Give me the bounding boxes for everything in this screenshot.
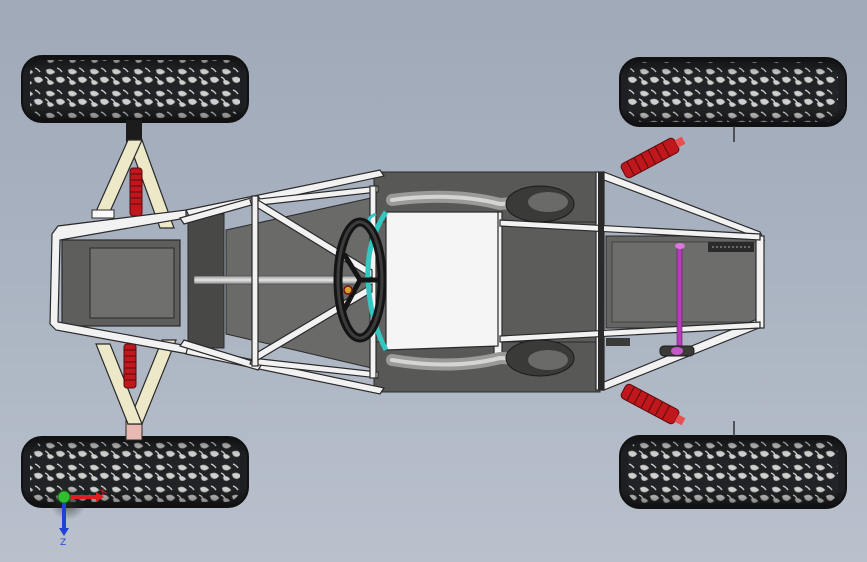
z-axis-label: Z xyxy=(60,538,66,548)
tire-front-right[interactable] xyxy=(619,57,847,127)
rear-component-strip xyxy=(708,242,754,252)
x-axis-label: X xyxy=(99,487,109,499)
shock-absorber-front-right[interactable] xyxy=(620,133,688,179)
tire-front-left[interactable] xyxy=(21,55,249,123)
driver-seat[interactable] xyxy=(365,210,499,352)
shock-absorber-front-left[interactable] xyxy=(129,167,143,217)
exhaust-pipes xyxy=(386,185,575,377)
control-arm-cream xyxy=(95,343,143,425)
hub-upright xyxy=(126,120,142,142)
tire-rear-right[interactable] xyxy=(619,435,847,509)
steering-wheel-icon[interactable] xyxy=(333,217,387,343)
coordinate-triad: X Z xyxy=(50,484,109,548)
shock-absorber-rear-left[interactable] xyxy=(123,343,137,389)
front-suspension-upper[interactable] xyxy=(91,120,175,229)
y-axis-dot xyxy=(57,490,71,504)
shock-absorber-rear-right[interactable] xyxy=(620,383,688,429)
tie-rod-magenta xyxy=(676,243,683,349)
rear-suspension-lower[interactable] xyxy=(95,339,177,441)
rear-bulkhead-bar xyxy=(598,172,604,390)
